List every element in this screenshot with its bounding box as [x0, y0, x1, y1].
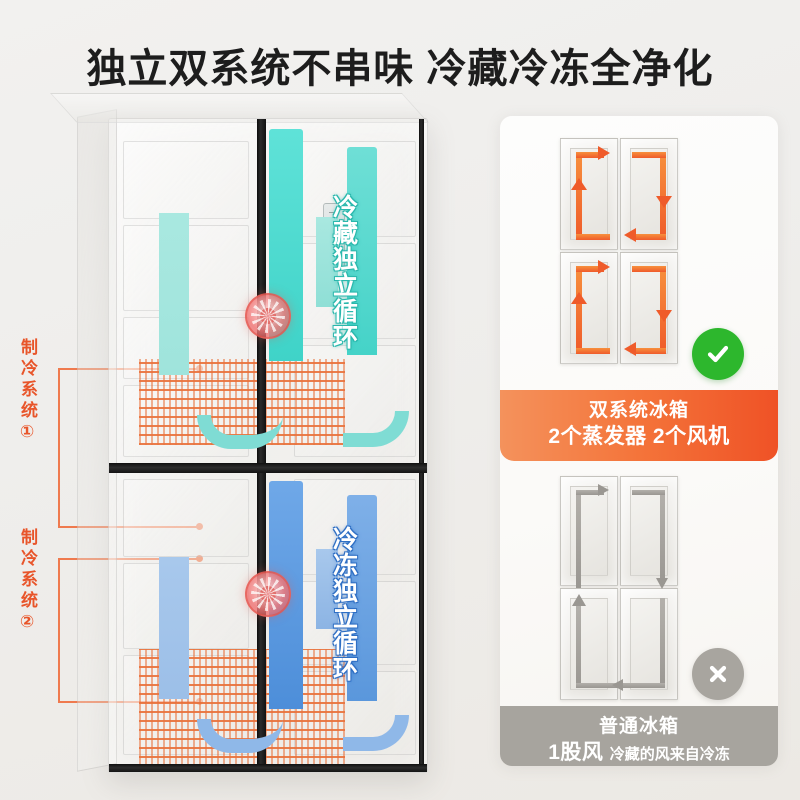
- comparison-card: 双系统冰箱 2个蒸发器 2个风机: [500, 116, 778, 766]
- shelf-panel: [123, 141, 249, 219]
- door-seam-vertical-right: [419, 119, 424, 772]
- cross-circle-icon: [692, 648, 744, 700]
- fan-icon-freezer: [245, 571, 291, 617]
- dual-system-banner: 双系统冰箱 2个蒸发器 2个风机: [500, 390, 778, 462]
- page-title: 独立双系统不串味 冷藏冷冻全净化: [86, 47, 714, 91]
- airflow-label-freezer: 冷冻独立循环: [329, 526, 358, 682]
- airflow-arrow-fridge-right-down: [347, 147, 377, 395]
- airflow-arrow-freezer-left-up: [159, 519, 189, 699]
- normal-fridge-diagram: [500, 462, 778, 722]
- airflow-arrow-fridge-down: [269, 129, 303, 401]
- airflow-arrow-fridge-left-up: [159, 175, 189, 375]
- airflow-arrow-freezer-return-up: [316, 519, 338, 629]
- normal-banner-sub: 冷藏的风来自冷冻: [609, 745, 730, 763]
- dual-airflow-loop-top-left: [571, 146, 612, 240]
- callout-label-cooling-system-1: 制冷系统①: [18, 338, 38, 446]
- normal-airflow-single-loop: [572, 484, 670, 692]
- normal-banner-line2: 1股风 冷藏的风来自冷冻: [500, 739, 778, 766]
- dual-airflow-loop-top-right: [624, 148, 672, 242]
- refrigerator-body: [49, 93, 429, 773]
- airflow-arrow-fridge-return-up: [316, 187, 338, 307]
- normal-banner-line1: 普通冰箱: [598, 716, 679, 737]
- refrigerator-cutaway-illustration: 冷藏独立循环 冷冻独立循环: [49, 93, 478, 798]
- dual-airflow-loop-bottom-right: [624, 262, 672, 356]
- refrigerator-top-wall: [49, 93, 429, 123]
- door-seam-horizontal: [109, 463, 427, 473]
- airflow-arrow-freezer-right-down: [347, 495, 377, 741]
- refrigerator-side-wall: [77, 109, 117, 772]
- dual-banner-line1: 双系统冰箱: [588, 400, 689, 421]
- shelf-panel: [123, 479, 249, 557]
- dual-banner-line2: 2个蒸发器 2个风机: [548, 424, 730, 448]
- fan-icon-fridge: [245, 293, 291, 339]
- normal-banner-strong: 1股风: [548, 740, 604, 764]
- check-circle-icon: [692, 328, 744, 380]
- door-base-trim: [109, 764, 427, 772]
- callout-label-cooling-system-2: 制冷系统②: [18, 528, 38, 636]
- dual-airflow-loop-bottom-left: [571, 260, 612, 354]
- airflow-label-fridge: 冷藏独立循环: [329, 194, 358, 350]
- dual-system-diagram: [500, 116, 778, 446]
- normal-fridge-banner: 普通冰箱 1股风 冷藏的风来自冷冻: [500, 706, 778, 766]
